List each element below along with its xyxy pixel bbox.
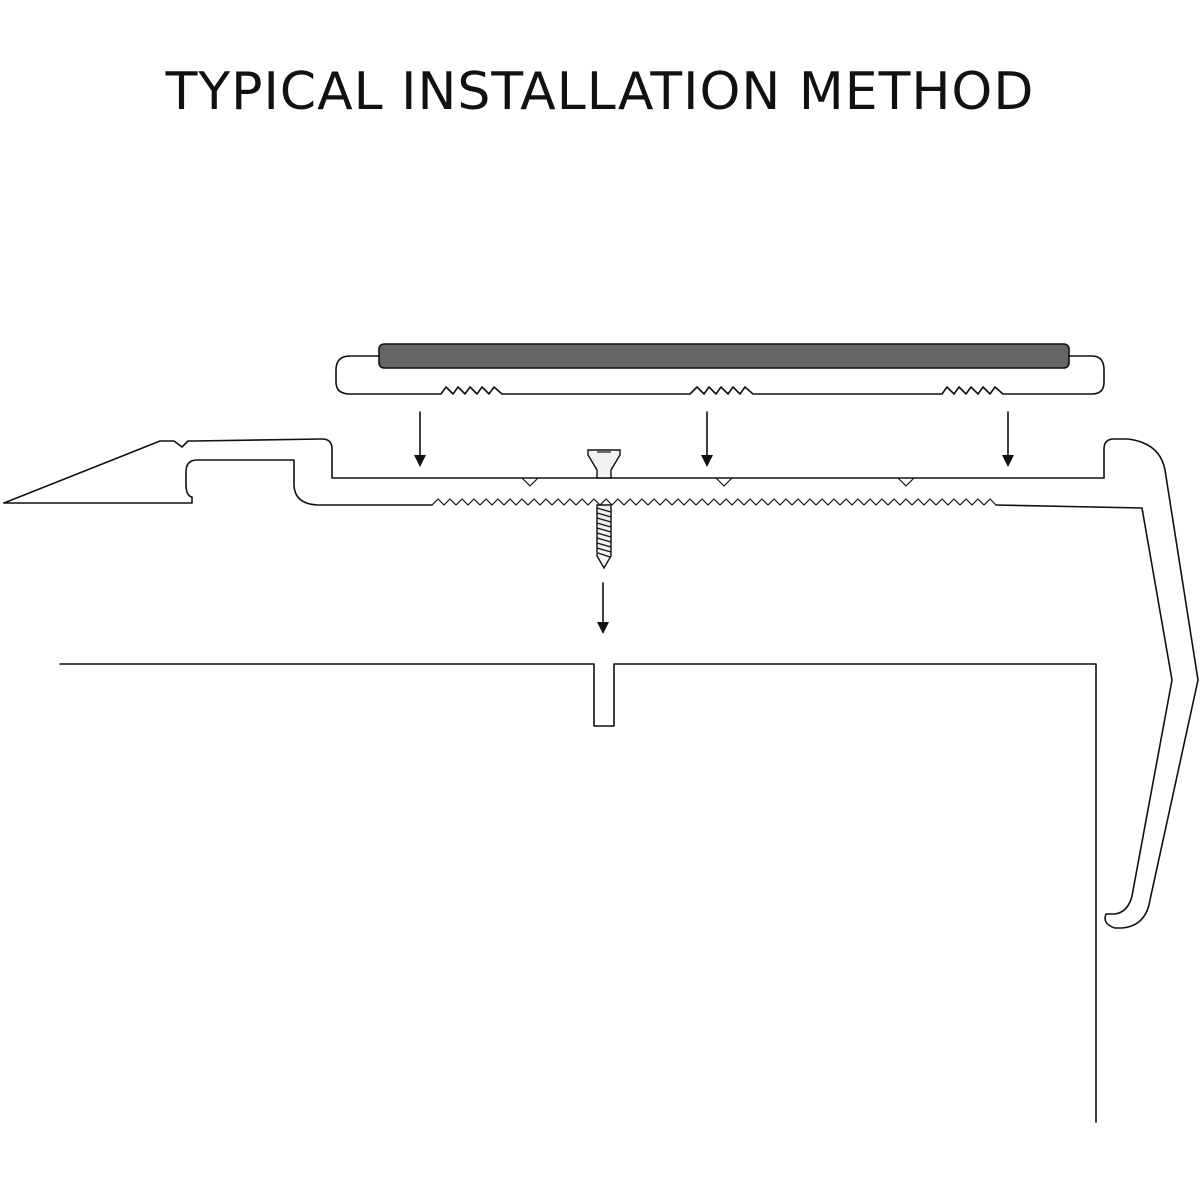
arrow-down-icon [414,411,426,467]
stair-tread [59,663,1097,1123]
screw-shank [596,504,612,570]
anti-slip-insert-strip [378,343,1070,369]
countersunk-screw [587,449,621,570]
page-title: TYPICAL INSTALLATION METHOD [165,62,1035,122]
insert-carrier [335,343,1105,395]
stair-nosing-profile [3,438,1199,929]
arrow-down-icon [1002,411,1014,467]
arrow-down-icon [597,582,609,634]
insert-arrows [414,411,1014,467]
arrow-down-icon [701,411,713,467]
